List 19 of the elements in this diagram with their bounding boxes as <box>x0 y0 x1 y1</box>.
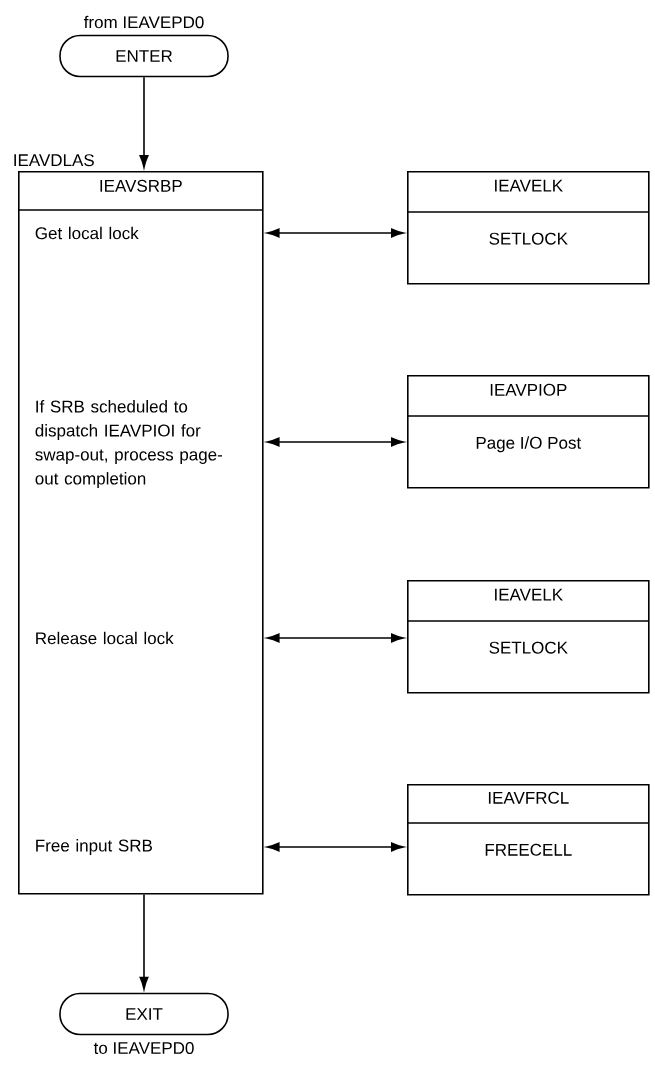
terminal-label: to IEAVEPD0 <box>93 1042 194 1055</box>
arrow <box>266 633 404 643</box>
module-box: IEAVFRCL FREECELL <box>407 784 650 896</box>
step-text: Get local lock <box>35 226 139 240</box>
terminal-label: from IEAVEPD0 <box>83 15 204 29</box>
step-text: Free input SRB <box>36 839 152 855</box>
module-box: IEAVPIOP Page I/O Post <box>407 375 650 489</box>
arrow <box>266 437 404 447</box>
arrow <box>266 842 404 852</box>
terminal: ENTER <box>59 34 229 78</box>
step-text: Release local lock <box>36 631 174 645</box>
arrow <box>266 228 404 238</box>
step-text: If SRB scheduled to dispatch IEAVPIOI for swap-out, process page-out completion <box>35 400 223 488</box>
terminal: EXIT <box>59 992 229 1036</box>
module-box: IEAVELK SETLOCK <box>407 580 650 694</box>
module-box: IEAVELK SETLOCK <box>407 171 650 285</box>
module-name: IEAVDLAS <box>14 154 94 167</box>
arrow <box>139 893 149 990</box>
arrow <box>139 76 149 168</box>
